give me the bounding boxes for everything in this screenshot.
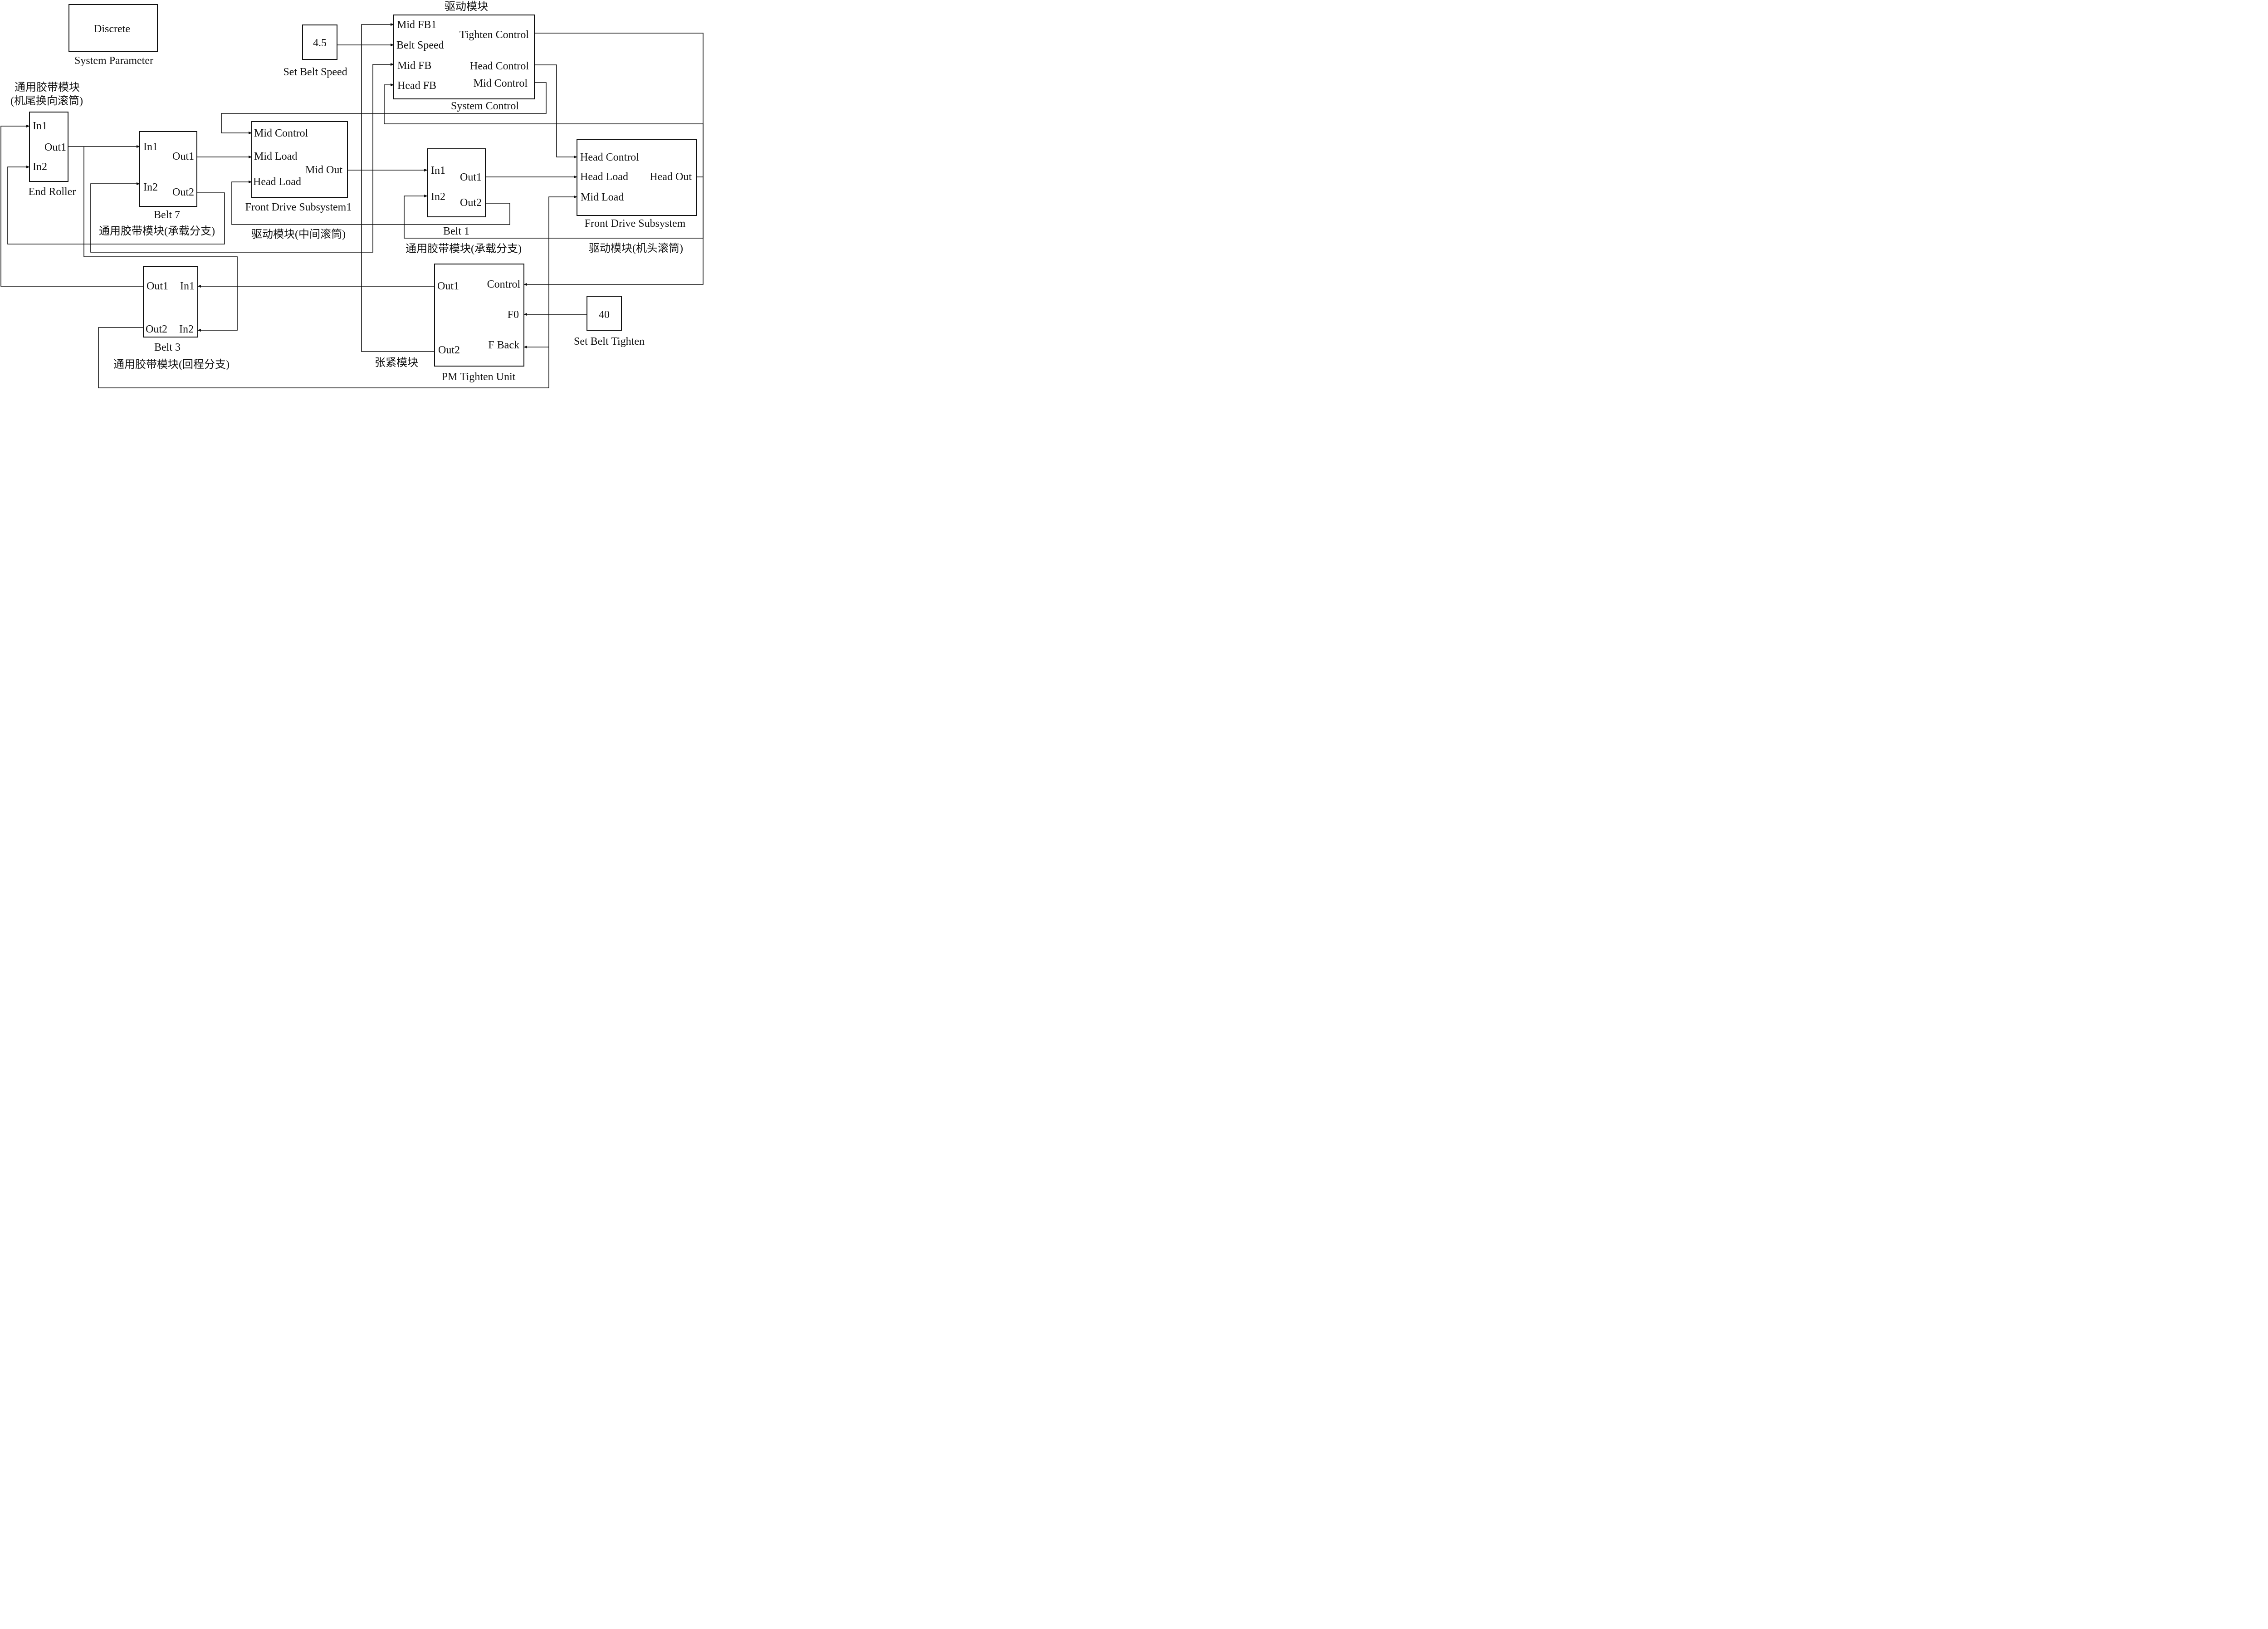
system-control-box[interactable] <box>393 15 535 99</box>
front-drive-subsystem1-box[interactable] <box>251 121 348 198</box>
belt1-caption-cn: 通用胶带模块(承载分支) <box>406 243 522 255</box>
wire-belt7-out2-to-endroller-in2[interactable] <box>7 165 225 245</box>
set-belt-tighten-block[interactable]: 40 Set Belt Tighten <box>574 296 645 347</box>
fd-port-mid-load: Mid Load <box>581 191 624 203</box>
fd-caption: Front Drive Subsystem <box>585 218 686 230</box>
system-control-title-cn: 驱动模块 <box>445 0 488 13</box>
tighten-caption: PM Tighten Unit <box>442 371 516 383</box>
tighten-port-out1: Out1 <box>437 280 459 292</box>
tighten-port-out2: Out2 <box>438 344 460 356</box>
set-belt-tighten-caption: Set Belt Tighten <box>574 336 645 347</box>
wire-sc-headcontrol-to-fd-headcontrol[interactable] <box>534 64 577 159</box>
wire-belt3-out2-to-fd-midload[interactable] <box>98 195 577 388</box>
wire-fd-headout-to-belt1-in2[interactable] <box>404 177 704 239</box>
sc-port-mid-fb1: Mid FB1 <box>397 19 436 31</box>
tighten-title-cn: 张紧模块 <box>375 357 418 369</box>
belt3-port-out2: Out2 <box>146 323 167 335</box>
belt1-caption: Belt 1 <box>443 225 469 237</box>
discrete-label: Discrete <box>94 23 130 35</box>
pm-tighten-unit-block[interactable]: Out1 Control F0 F Back Out2 张紧模块 PM Tigh… <box>375 264 524 383</box>
fd1-caption-cn: 驱动模块(中间滚筒) <box>251 228 346 240</box>
wire-fd-headout-to-sc-headfb[interactable] <box>384 83 704 177</box>
sc-port-head-fb: Head FB <box>397 80 436 92</box>
belt7-block[interactable]: In1 Out1 In2 Out2 Belt 7 通用胶带模块(承载分支) <box>99 131 215 237</box>
fd-port-head-load: Head Load <box>580 171 628 183</box>
wire-belt3-out1-to-endroller-in1[interactable] <box>0 124 143 287</box>
sc-port-belt-speed: Belt Speed <box>396 39 444 51</box>
set-belt-speed-box[interactable] <box>302 24 337 60</box>
simulink-diagram: Discrete System Parameter 通用胶带模块 (机尾换向滚筒… <box>0 0 704 388</box>
belt1-port-out2: Out2 <box>460 197 482 209</box>
belt1-block[interactable]: In1 Out1 In2 Out2 Belt 1 通用胶带模块(承载分支) <box>406 148 522 255</box>
belt3-port-in1: In1 <box>180 280 195 292</box>
sc-port-mid-control: Mid Control <box>474 78 528 89</box>
fd-caption-cn: 驱动模块(机头滚筒) <box>589 242 683 254</box>
pm-tighten-unit-box[interactable] <box>434 264 524 367</box>
tighten-port-f0: F0 <box>508 309 519 321</box>
sc-port-mid-fb: Mid FB <box>397 60 431 72</box>
belt3-caption-cn: 通用胶带模块(回程分支) <box>113 358 230 371</box>
fd1-port-mid-control: Mid Control <box>254 127 308 139</box>
system-control-block[interactable]: 驱动模块 Mid FB1 Tighten Control Belt Speed … <box>393 0 535 112</box>
system-control-caption: System Control <box>451 100 519 112</box>
wire-tighten-out2-to-sc-midfb1[interactable] <box>361 23 435 352</box>
sc-port-tighten-control: Tighten Control <box>459 29 529 41</box>
belt7-caption: Belt 7 <box>154 209 180 221</box>
end-roller-title-cn: 通用胶带模块 <box>15 81 80 93</box>
set-belt-tighten-box[interactable] <box>587 296 622 331</box>
set-belt-speed-value: 4.5 <box>313 37 327 49</box>
belt7-port-out1: Out1 <box>172 151 194 162</box>
fd-port-head-control: Head Control <box>580 152 639 163</box>
system-parameter-box[interactable] <box>68 4 158 52</box>
belt7-box[interactable] <box>139 131 197 207</box>
belt3-port-in2: In2 <box>179 323 194 335</box>
belt7-port-in2: In2 <box>143 181 158 193</box>
end-roller-port-in2: In2 <box>33 161 47 173</box>
system-parameter-caption: System Parameter <box>74 55 153 67</box>
wire-endroller-out1-to-belt3-in2[interactable] <box>83 147 238 332</box>
end-roller-title-cn2: (机尾换向滚筒) <box>10 95 83 107</box>
belt3-block[interactable]: Out1 In1 Out2 In2 Belt 3 通用胶带模块(回程分支) <box>113 266 230 371</box>
belt1-box[interactable] <box>427 148 486 217</box>
belt1-port-in1: In1 <box>431 165 445 176</box>
set-belt-speed-block[interactable]: 4.5 Set Belt Speed <box>283 24 347 78</box>
set-belt-tighten-value: 40 <box>599 309 610 321</box>
belt3-caption: Belt 3 <box>154 342 181 353</box>
wire-belt1-out2-to-fd1-headload[interactable] <box>231 180 510 225</box>
front-drive-subsystem-block[interactable]: Head Control Head Load Head Out Mid Load… <box>577 139 697 254</box>
belt7-caption-cn: 通用胶带模块(承载分支) <box>99 225 215 237</box>
belt7-port-out2: Out2 <box>172 186 194 198</box>
fd1-port-mid-out: Mid Out <box>305 164 342 176</box>
set-belt-speed-caption: Set Belt Speed <box>283 66 347 78</box>
system-parameter-block[interactable]: Discrete System Parameter <box>68 4 158 67</box>
end-roller-port-out1: Out1 <box>44 142 66 153</box>
end-roller-port-in1: In1 <box>33 120 47 132</box>
belt7-port-in1: In1 <box>143 141 158 153</box>
end-roller-block[interactable]: 通用胶带模块 (机尾换向滚筒) In1 Out1 In2 End Roller <box>10 81 83 198</box>
fd1-port-mid-load: Mid Load <box>254 151 297 162</box>
belt3-box[interactable] <box>143 266 198 338</box>
wires <box>0 23 704 388</box>
tighten-port-control: Control <box>487 279 521 290</box>
fd-port-head-out: Head Out <box>650 171 692 183</box>
belt1-port-in2: In2 <box>431 191 445 203</box>
front-drive-subsystem1-block[interactable]: Mid Control Mid Load Mid Out Head Load F… <box>245 121 352 240</box>
end-roller-caption: End Roller <box>29 186 76 198</box>
front-drive-subsystem-box[interactable] <box>577 139 697 216</box>
wire-fd1-midout-to-sc-midfb[interactable] <box>372 63 394 170</box>
fd1-port-head-load: Head Load <box>253 176 301 188</box>
end-roller-box[interactable] <box>29 112 68 182</box>
tighten-port-f-back: F Back <box>488 339 519 351</box>
wire-sc-midcontrol-to-fd1-midcontrol[interactable] <box>221 82 547 135</box>
belt1-port-out1: Out1 <box>460 171 482 183</box>
fd1-caption: Front Drive Subsystem1 <box>245 201 352 213</box>
sc-port-head-control: Head Control <box>470 60 529 72</box>
belt3-port-out1: Out1 <box>147 280 168 292</box>
